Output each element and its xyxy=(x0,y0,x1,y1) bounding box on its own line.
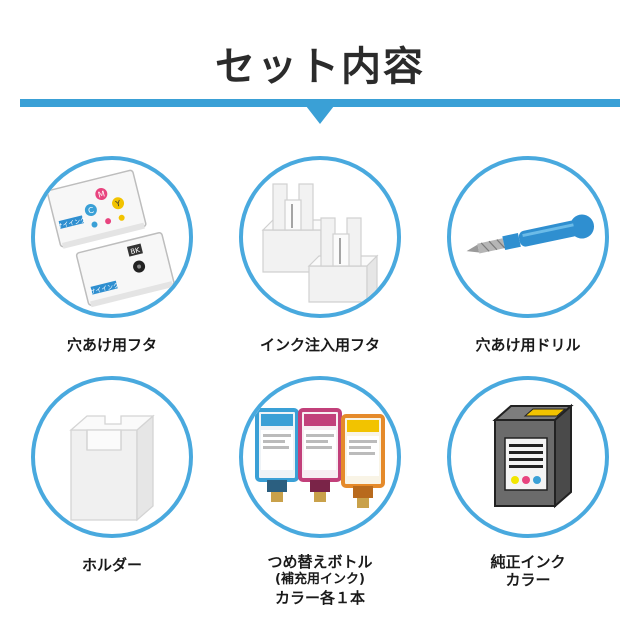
refill-bottles-icon xyxy=(239,376,401,538)
item-refill-bottles: つめ替えボトル (補充用インク) カラー各１本 xyxy=(220,376,420,616)
title-divider xyxy=(20,99,620,107)
item-label: ホルダー xyxy=(81,556,142,574)
item-label: インク注入用フタ xyxy=(259,336,380,354)
holder-icon xyxy=(31,376,193,538)
item-label: 純正インク xyxy=(490,553,566,571)
item-genuine-ink: 純正インク カラー xyxy=(428,376,628,616)
item-label: つめ替えボトル xyxy=(267,553,373,571)
item-extra-label: カラー各１本 xyxy=(274,589,365,607)
item-extra-label: カラー xyxy=(505,571,551,589)
cap-m-mark: M xyxy=(97,189,106,199)
page-title: セット内容 xyxy=(215,44,425,90)
cap-c-mark: C xyxy=(87,205,95,215)
divider-arrow xyxy=(306,106,334,124)
item-injection-cap: インク注入用フタ xyxy=(220,156,420,366)
blue-drill-icon xyxy=(447,156,609,318)
item-drilling-cap: M C Y サイインク BK サイインク xyxy=(12,156,212,366)
genuine-ink-cartridge-icon xyxy=(447,376,609,538)
cap-y-mark: Y xyxy=(114,199,122,209)
item-holder: ホルダー xyxy=(12,376,212,586)
cap-bk-mark: BK xyxy=(130,246,141,256)
item-label: 穴あけ用フタ xyxy=(66,336,157,354)
item-drill: 穴あけ用ドリル xyxy=(428,156,628,366)
injection-cap-icon xyxy=(239,156,401,318)
item-label: 穴あけ用ドリル xyxy=(475,336,581,354)
item-sublabel: (補充用インク) xyxy=(275,572,365,587)
cap-with-ink-labels-icon: M C Y サイインク BK サイインク xyxy=(31,156,193,318)
